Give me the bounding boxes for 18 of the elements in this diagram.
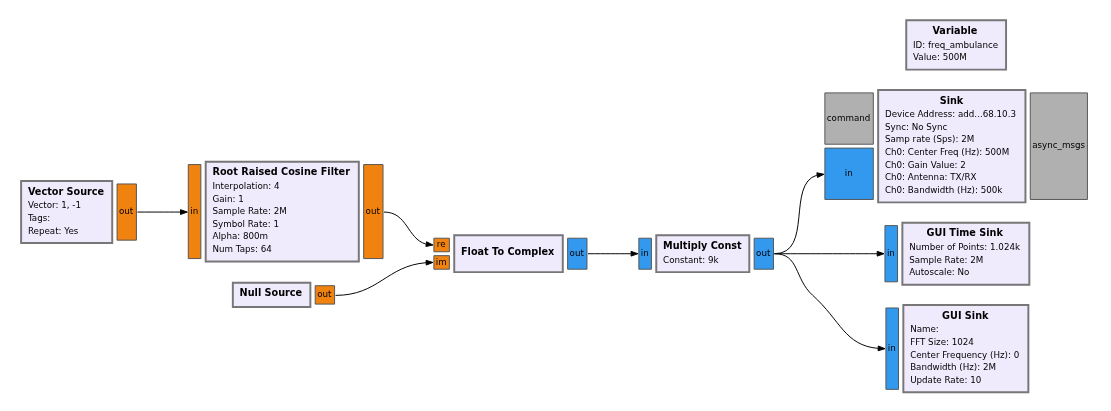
node-label: in xyxy=(844,167,853,178)
node-label: out xyxy=(118,205,134,216)
node-label: async_msgs xyxy=(1032,139,1086,150)
node-label: re xyxy=(436,238,446,249)
node-label: in xyxy=(886,247,895,258)
node-label: in xyxy=(640,247,649,258)
node-label: out xyxy=(569,247,584,258)
node-label: in xyxy=(887,342,896,353)
arrow xyxy=(774,252,886,351)
node-label: in xyxy=(190,205,199,216)
node-label: im xyxy=(435,256,447,267)
node-label: out xyxy=(317,288,332,299)
arrow xyxy=(587,250,639,257)
arrow xyxy=(136,208,188,215)
node-label: out xyxy=(365,205,380,216)
node-label: out xyxy=(756,247,771,258)
node-label: command xyxy=(826,112,871,123)
arrow xyxy=(383,211,434,247)
